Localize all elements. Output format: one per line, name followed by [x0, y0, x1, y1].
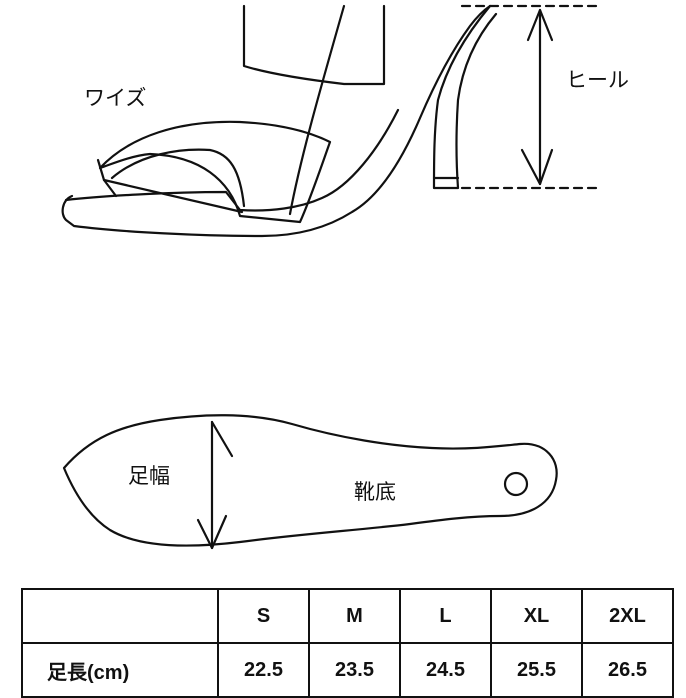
size-table: S M L XL 2XL 足長(cm) 22.5 23.5 24.5 25.5 … [21, 588, 674, 698]
foot-length-xl: 25.5 [490, 642, 583, 698]
size-header-xl: XL [490, 588, 583, 644]
toe-opening [110, 148, 246, 208]
foot-length-row: 足長(cm) 22.5 23.5 24.5 25.5 26.5 [21, 642, 674, 698]
sandal-sole-top [64, 108, 400, 212]
heel-arrow-head-top [526, 8, 554, 42]
width-arrow-line [102, 178, 244, 214]
insole-hole [503, 471, 529, 497]
size-header-2xl: 2XL [581, 588, 674, 644]
foot-width-arrow-head-bottom [196, 514, 228, 550]
width-label: ワイズ [84, 86, 147, 110]
sandal-illustration [61, 4, 602, 238]
size-table-corner [21, 588, 219, 644]
sandal-sole [61, 4, 492, 238]
size-header-l: L [399, 588, 492, 644]
foot-length-l: 24.5 [399, 642, 492, 698]
upper-strap [242, 4, 386, 216]
foot-width-arrow-head-top [210, 420, 234, 458]
size-header-m: M [308, 588, 401, 644]
foot-length-m: 23.5 [308, 642, 401, 698]
heel-label: ヒール [566, 68, 629, 92]
insole-outline [62, 414, 558, 547]
foot-length-s: 22.5 [217, 642, 310, 698]
heel-arrow-head-bottom [520, 148, 554, 186]
foot-length-label: 足長(cm) [21, 642, 219, 698]
size-header-row: S M L XL 2XL [21, 588, 674, 644]
sandal-heel [432, 4, 498, 190]
foot-width-label: 足幅 [128, 464, 170, 488]
width-arrow-head [96, 158, 118, 198]
size-header-s: S [217, 588, 310, 644]
foot-length-2xl: 26.5 [581, 642, 674, 698]
insole-illustration [62, 414, 558, 550]
front-strap [98, 120, 332, 224]
insole-label: 靴底 [354, 480, 396, 504]
